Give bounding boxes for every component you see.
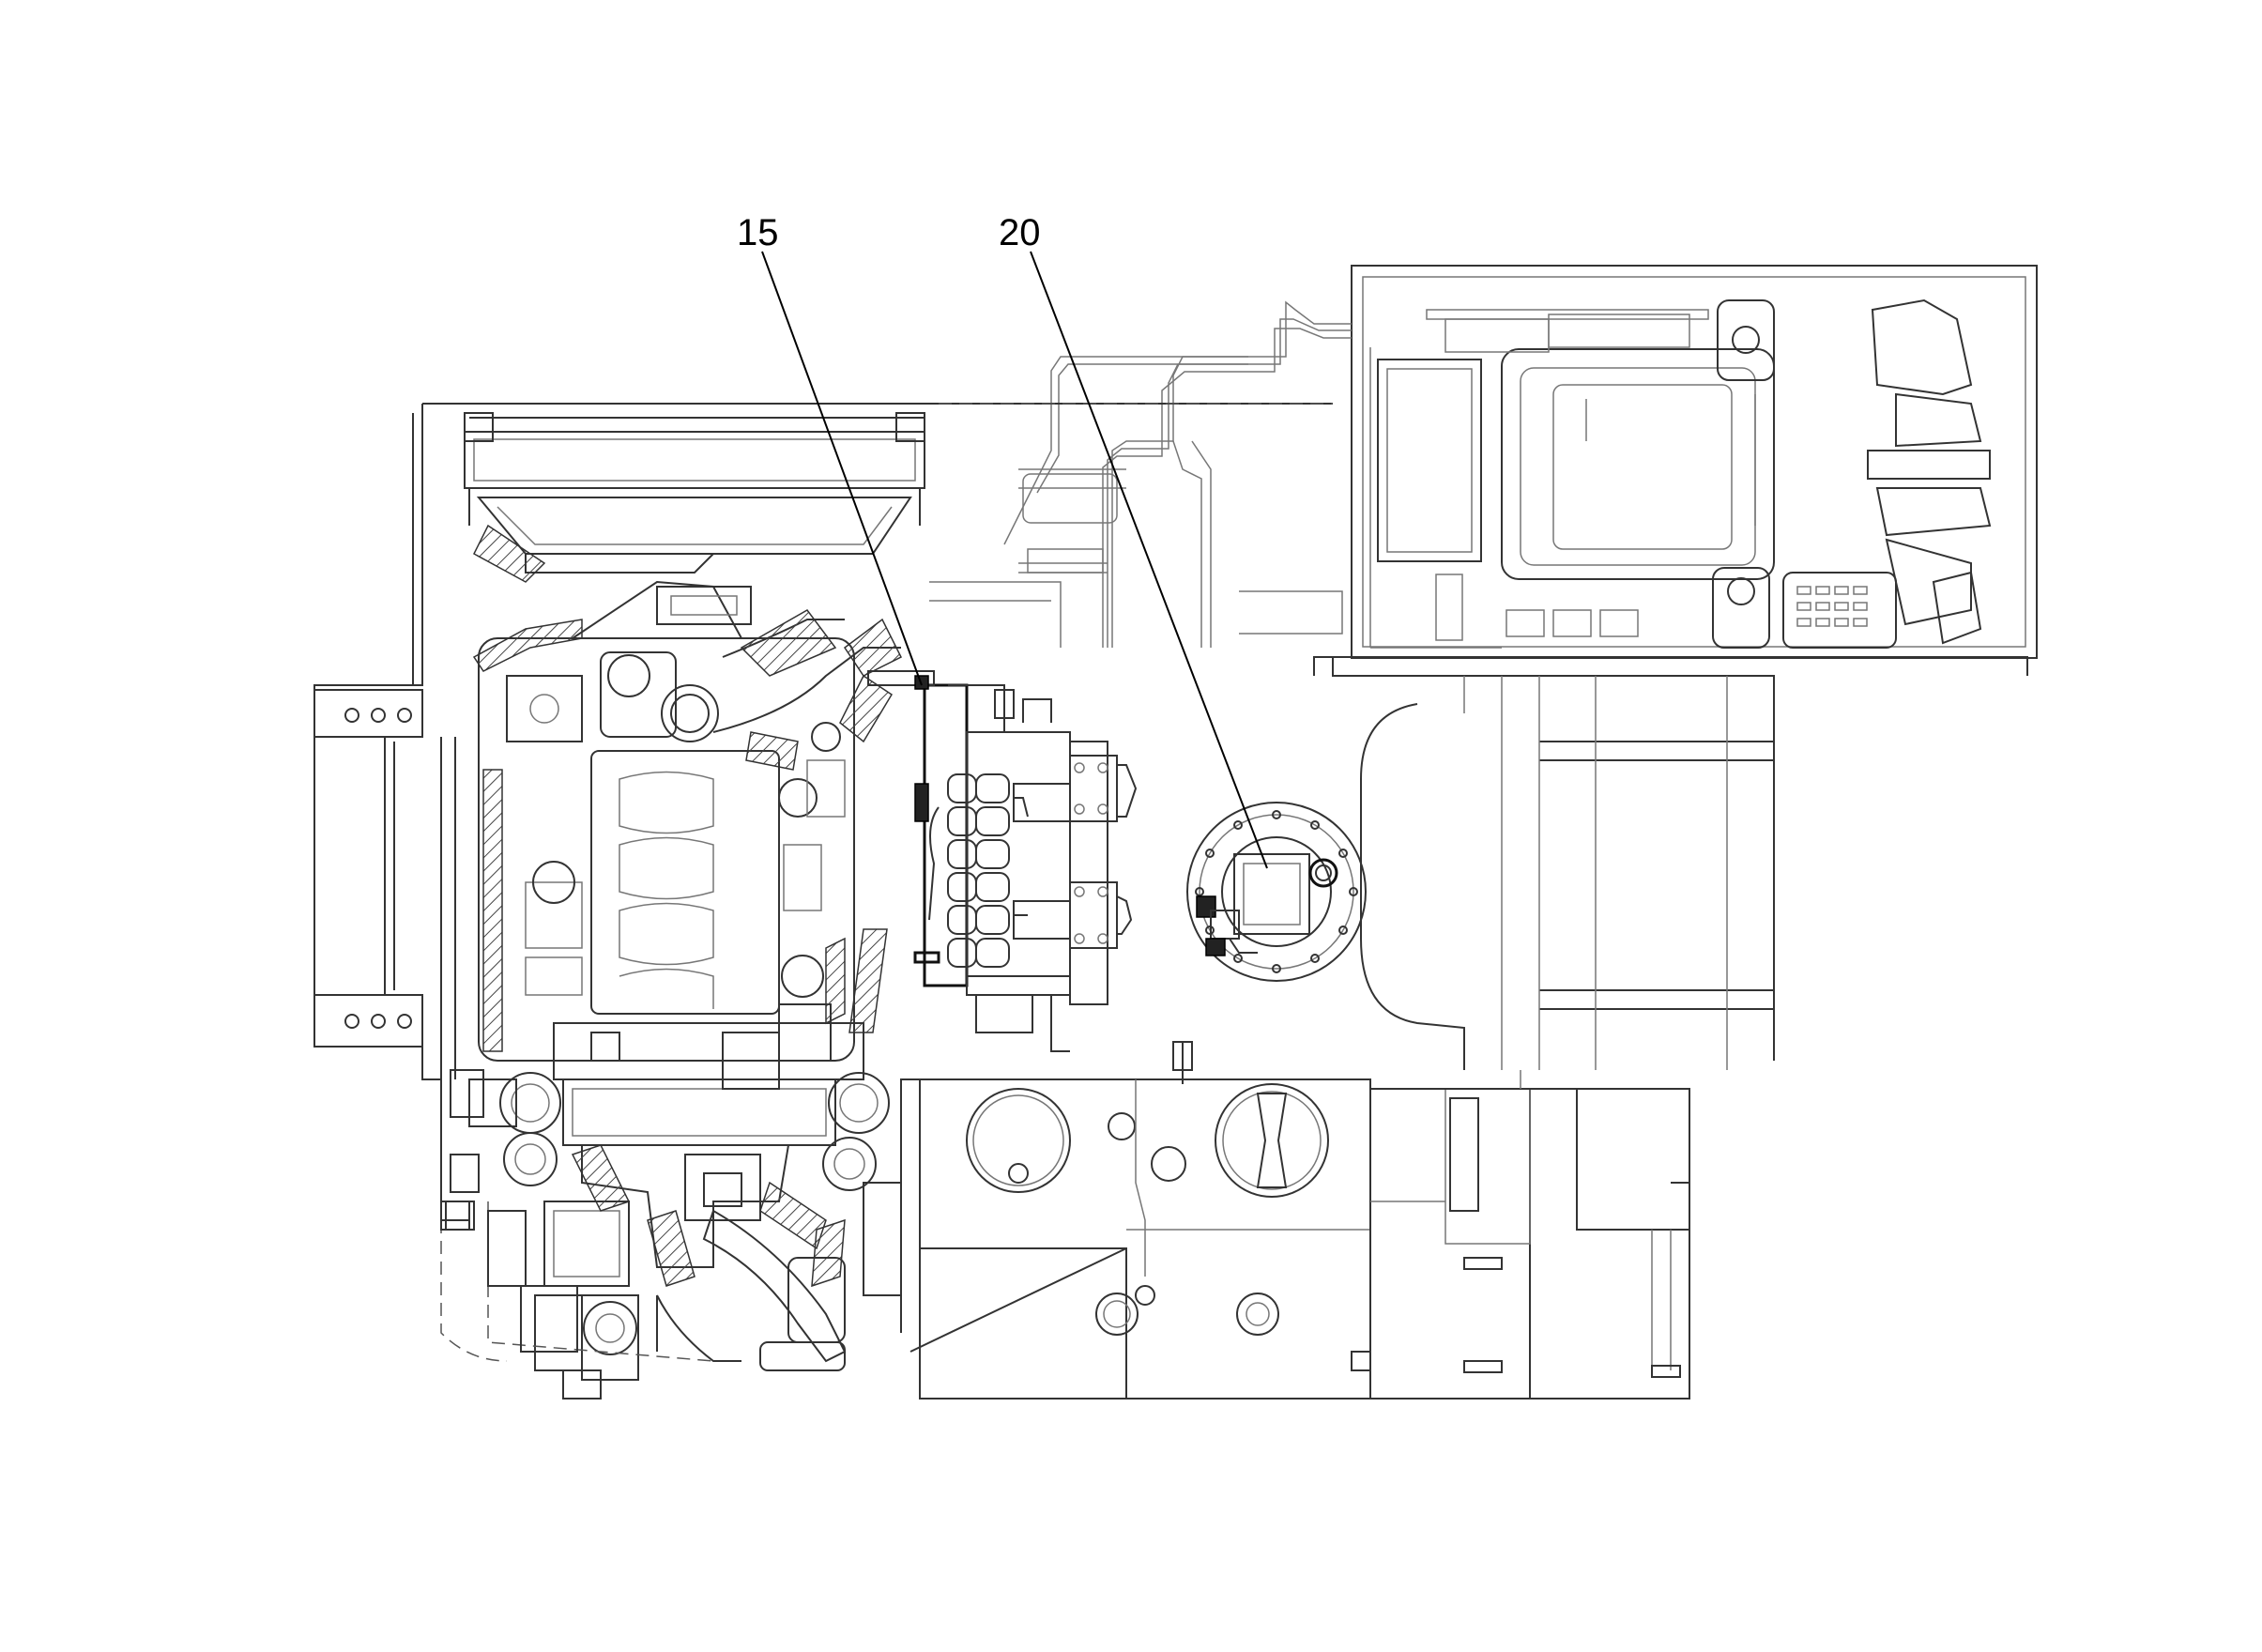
- pilot-hose-bundle: [929, 300, 1352, 648]
- leader-line-15: [761, 251, 923, 686]
- engine-hoses: [472, 524, 903, 1052]
- mount-brackets: [440, 1069, 578, 1353]
- upper-frame: [313, 403, 2028, 1221]
- operator-cab: [1351, 265, 2038, 659]
- keypad-grid: [1796, 586, 1868, 627]
- callout-label-20: 20: [999, 212, 1041, 253]
- hydraulic-pump: [440, 1022, 902, 1400]
- valve-spools: [947, 773, 1010, 968]
- leader-line-20: [1030, 251, 1268, 869]
- swing-motor-assembly: [1186, 802, 1367, 982]
- control-valve-assembly: [867, 670, 1138, 1052]
- tank-assembly: [900, 1041, 1690, 1400]
- radiator: [464, 412, 925, 574]
- callout-label-15: 15: [737, 212, 779, 253]
- engine-block: [478, 580, 901, 1062]
- swing-motor-bolts: [1195, 810, 1358, 973]
